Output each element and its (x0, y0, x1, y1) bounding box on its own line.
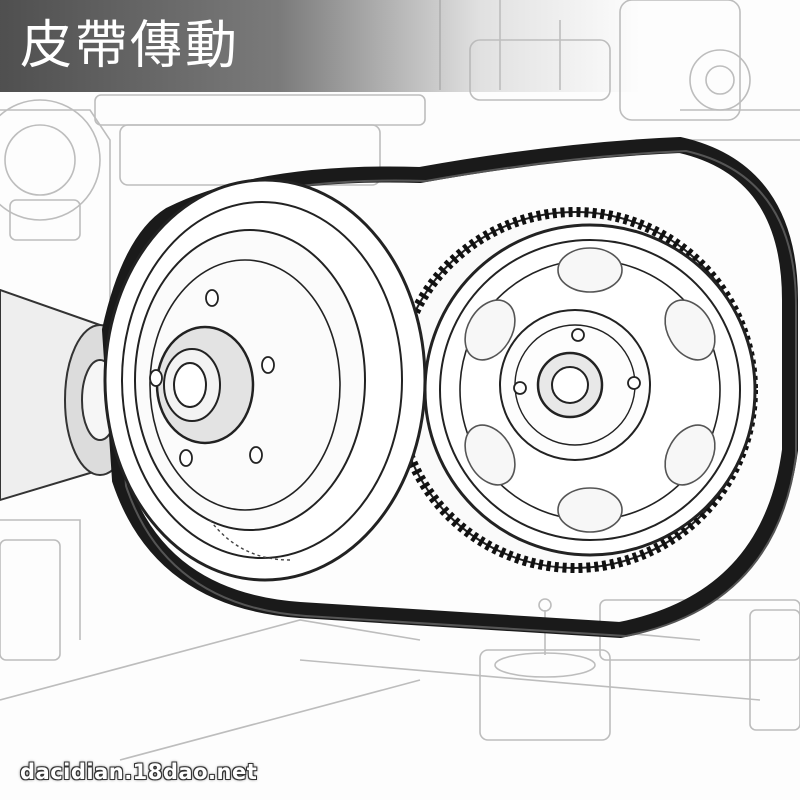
drive-pulley (103, 178, 427, 582)
title-banner: 皮帶傳動 (0, 0, 800, 92)
pulley-spokes (464, 247, 716, 533)
hub-bolts (149, 289, 275, 467)
pulley-bolts (513, 328, 641, 395)
drive-belt (101, 136, 798, 639)
site-watermark: dacidian.18dao.net (20, 760, 258, 784)
page-title: 皮帶傳動 (20, 16, 241, 76)
driven-pulley (423, 223, 757, 557)
